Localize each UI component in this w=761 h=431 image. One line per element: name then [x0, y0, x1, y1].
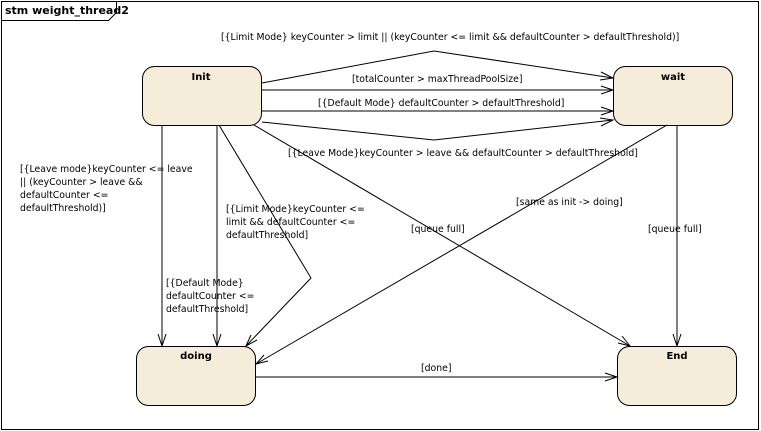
- state-init[interactable]: Init: [142, 66, 262, 126]
- transition-guard-label: [{Limit Mode}keyCounter <= limit && defa…: [226, 204, 368, 241]
- transition-guard-label: [{Limit Mode} keyCounter > limit || (key…: [221, 32, 679, 43]
- transition-guard-label: [{Leave mode}keyCounter <= leave || (key…: [20, 164, 196, 214]
- state-init-label: Init: [191, 72, 210, 83]
- state-doing-label: doing: [180, 351, 212, 362]
- transition-guard-label: [totalCounter > maxThreadPoolSize]: [352, 74, 522, 85]
- transition-init-wait-default-mode[interactable]: [{Default Mode} defaultCounter > default…: [262, 98, 615, 116]
- transition-init-doing-limit-mode[interactable]: [{Limit Mode}keyCounter <= limit && defa…: [218, 124, 368, 348]
- state-doing[interactable]: doing: [136, 346, 256, 406]
- transition-init-end-queue-full[interactable]: [queue full]: [253, 124, 632, 347]
- transition-init-wait-leave-mode[interactable]: [{Leave Mode}keyCounter > leave && defau…: [261, 117, 638, 159]
- transition-init-doing-default-mode[interactable]: [{Default Mode} defaultCounter <= defaul…: [166, 125, 257, 348]
- transition-guard-label: [{Default Mode} defaultCounter > default…: [318, 98, 564, 109]
- transition-guard-label: [done]: [421, 363, 451, 374]
- transition-guard-label: [same as init -> doing]: [516, 197, 623, 208]
- state-doing-box[interactable]: [136, 346, 256, 406]
- state-wait[interactable]: wait: [613, 66, 733, 126]
- transition-wait-doing[interactable]: [same as init -> doing]: [254, 124, 668, 365]
- transition-init-wait-limit-mode[interactable]: [{Limit Mode} keyCounter > limit || (key…: [221, 32, 679, 84]
- transition-doing-end-done[interactable]: [done]: [256, 363, 619, 382]
- transition-guard-label: [{Leave Mode}keyCounter > leave && defau…: [288, 148, 638, 159]
- frame-title: stm weight_thread2: [5, 4, 129, 17]
- transition-wait-end-queue-full[interactable]: [queue full]: [648, 125, 702, 348]
- state-end[interactable]: End: [617, 346, 737, 406]
- transition-guard-label: [queue full]: [648, 224, 702, 235]
- state-init-box[interactable]: [142, 66, 262, 126]
- frame-name-tab: [1, 1, 117, 21]
- state-wait-label: wait: [661, 72, 685, 83]
- transition-init-doing-leave-mode[interactable]: [{Leave mode}keyCounter <= leave || (key…: [20, 125, 196, 348]
- transition-guard-label: [{Default Mode} defaultCounter <= defaul…: [166, 278, 257, 315]
- state-end-label: End: [666, 351, 687, 362]
- transition-guard-label: [queue full]: [411, 224, 465, 235]
- state-wait-box[interactable]: [613, 66, 733, 126]
- transition-init-wait-total-counter[interactable]: [totalCounter > maxThreadPoolSize]: [262, 74, 615, 95]
